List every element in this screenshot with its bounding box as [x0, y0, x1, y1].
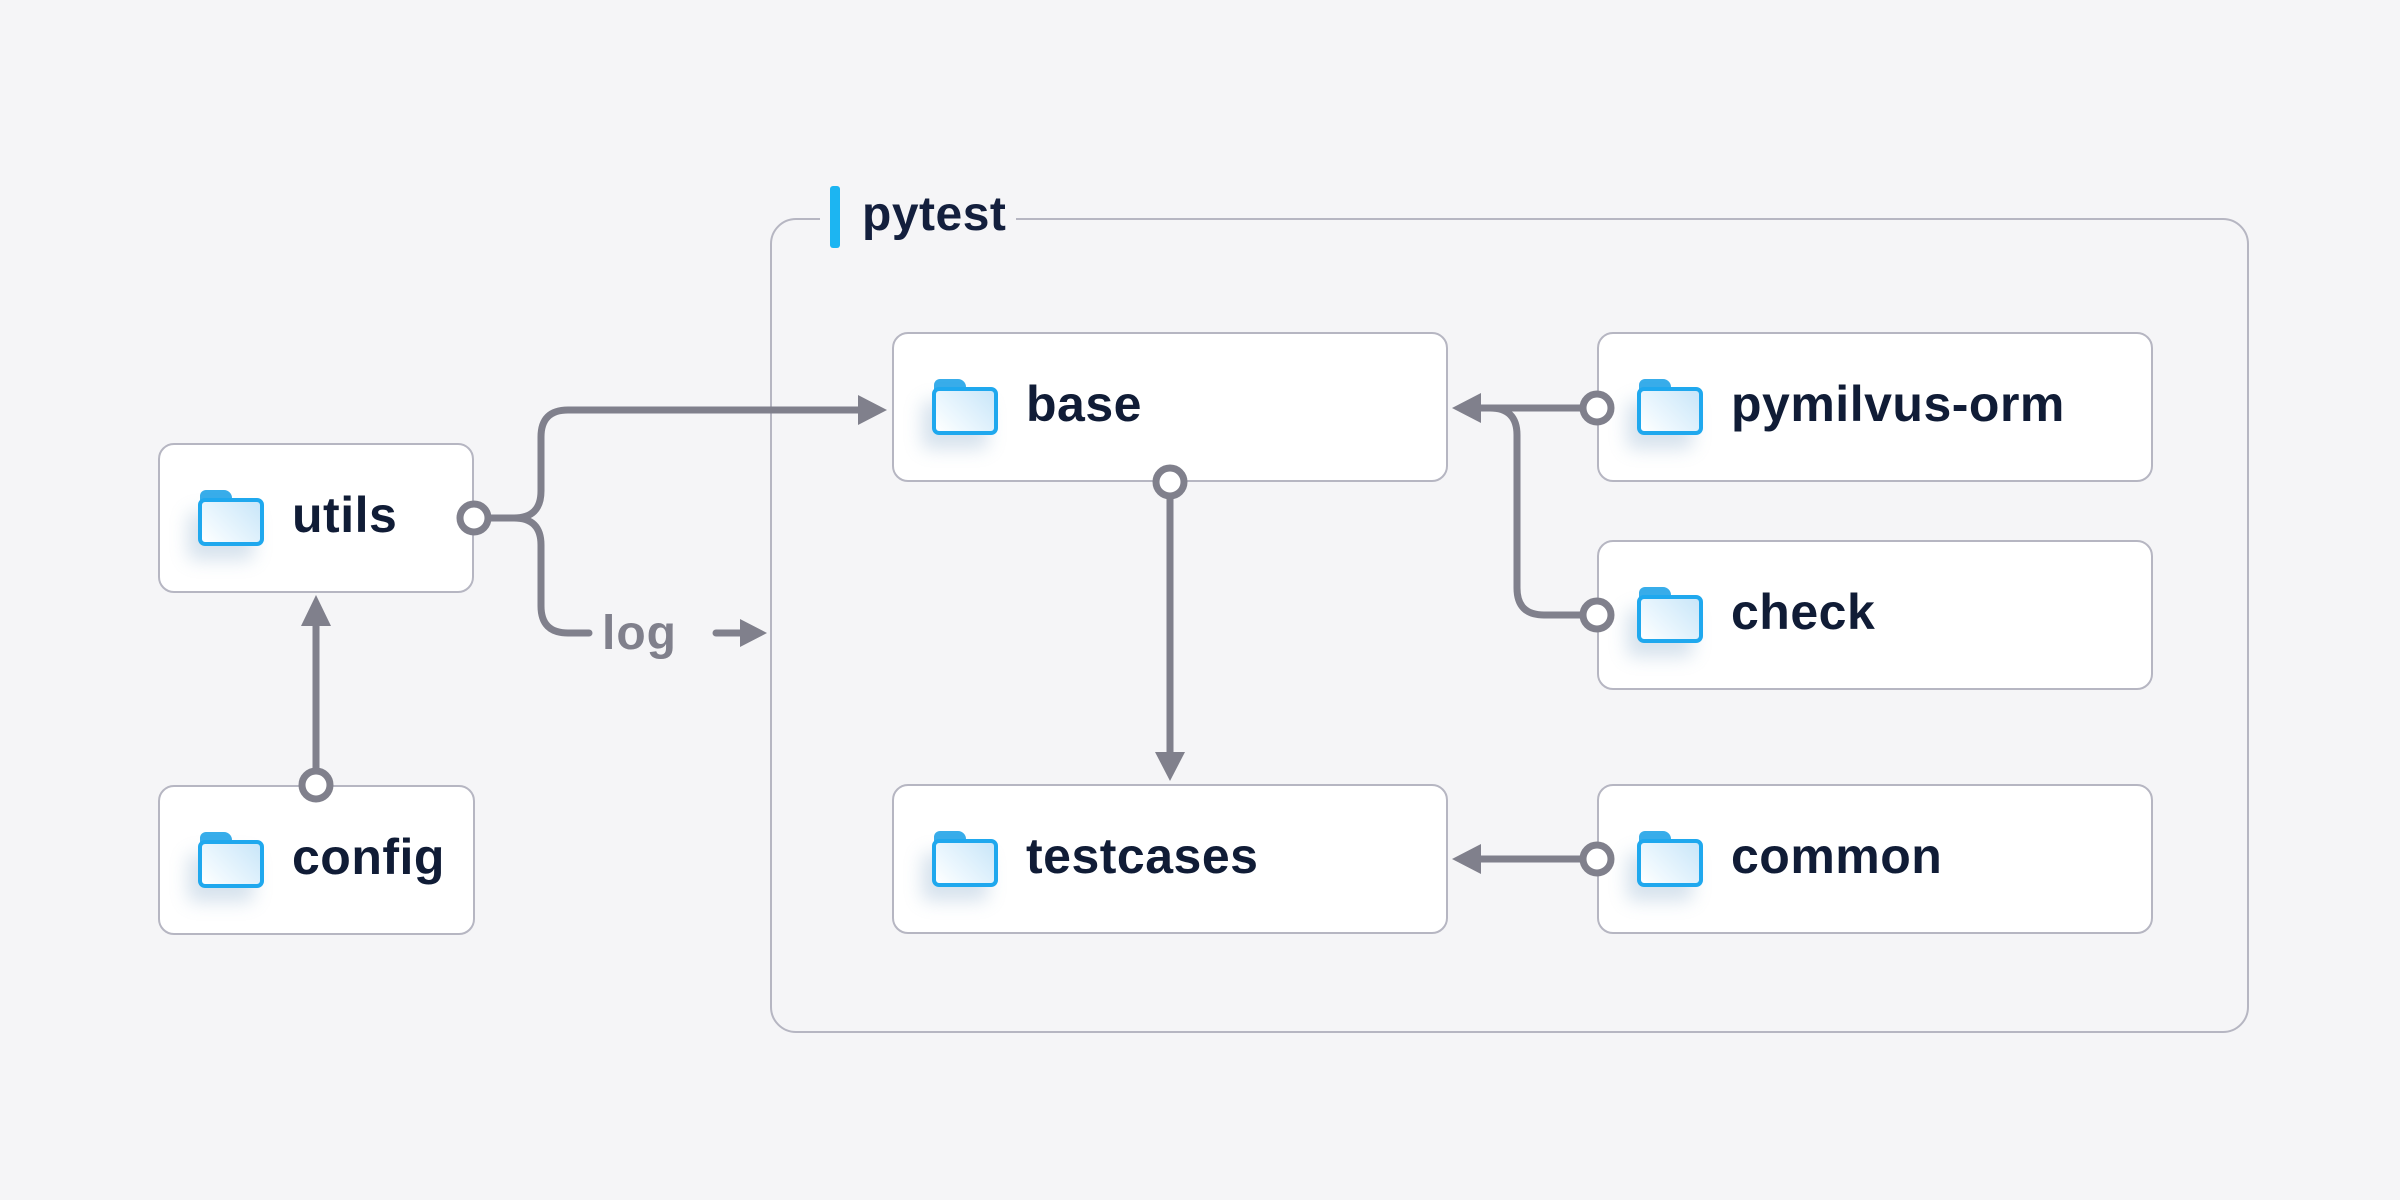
node-label: config — [292, 829, 445, 885]
node-label: base — [1026, 376, 1142, 432]
node-check: check — [1597, 540, 2153, 690]
node-utils: utils — [158, 443, 474, 593]
folder-icon — [932, 831, 998, 887]
edge-utils-to-log — [510, 514, 593, 637]
node-label: utils — [292, 487, 398, 543]
folder-icon — [1637, 831, 1703, 887]
arrowhead-right-icon — [740, 619, 767, 647]
pytest-group-box — [770, 218, 2249, 1033]
node-config: config — [158, 785, 475, 935]
pytest-group-label: pytest — [820, 182, 1017, 252]
folder-icon — [198, 832, 264, 888]
folder-icon — [1637, 379, 1703, 435]
arrowhead-up-icon — [301, 595, 331, 626]
node-common: common — [1597, 784, 2153, 934]
node-label: check — [1731, 584, 1876, 640]
edge-label-log: log — [602, 606, 677, 660]
folder-icon — [1637, 587, 1703, 643]
node-testcases: testcases — [892, 784, 1448, 934]
folder-icon — [932, 379, 998, 435]
node-base: base — [892, 332, 1448, 482]
accent-bar-icon — [830, 186, 840, 248]
node-label: common — [1731, 828, 1943, 884]
node-label: testcases — [1026, 828, 1259, 884]
pytest-group-title: pytest — [862, 188, 1007, 241]
folder-icon — [198, 490, 264, 546]
node-label: pymilvus-orm — [1731, 376, 2065, 432]
node-pymilvus-orm: pymilvus-orm — [1597, 332, 2153, 482]
